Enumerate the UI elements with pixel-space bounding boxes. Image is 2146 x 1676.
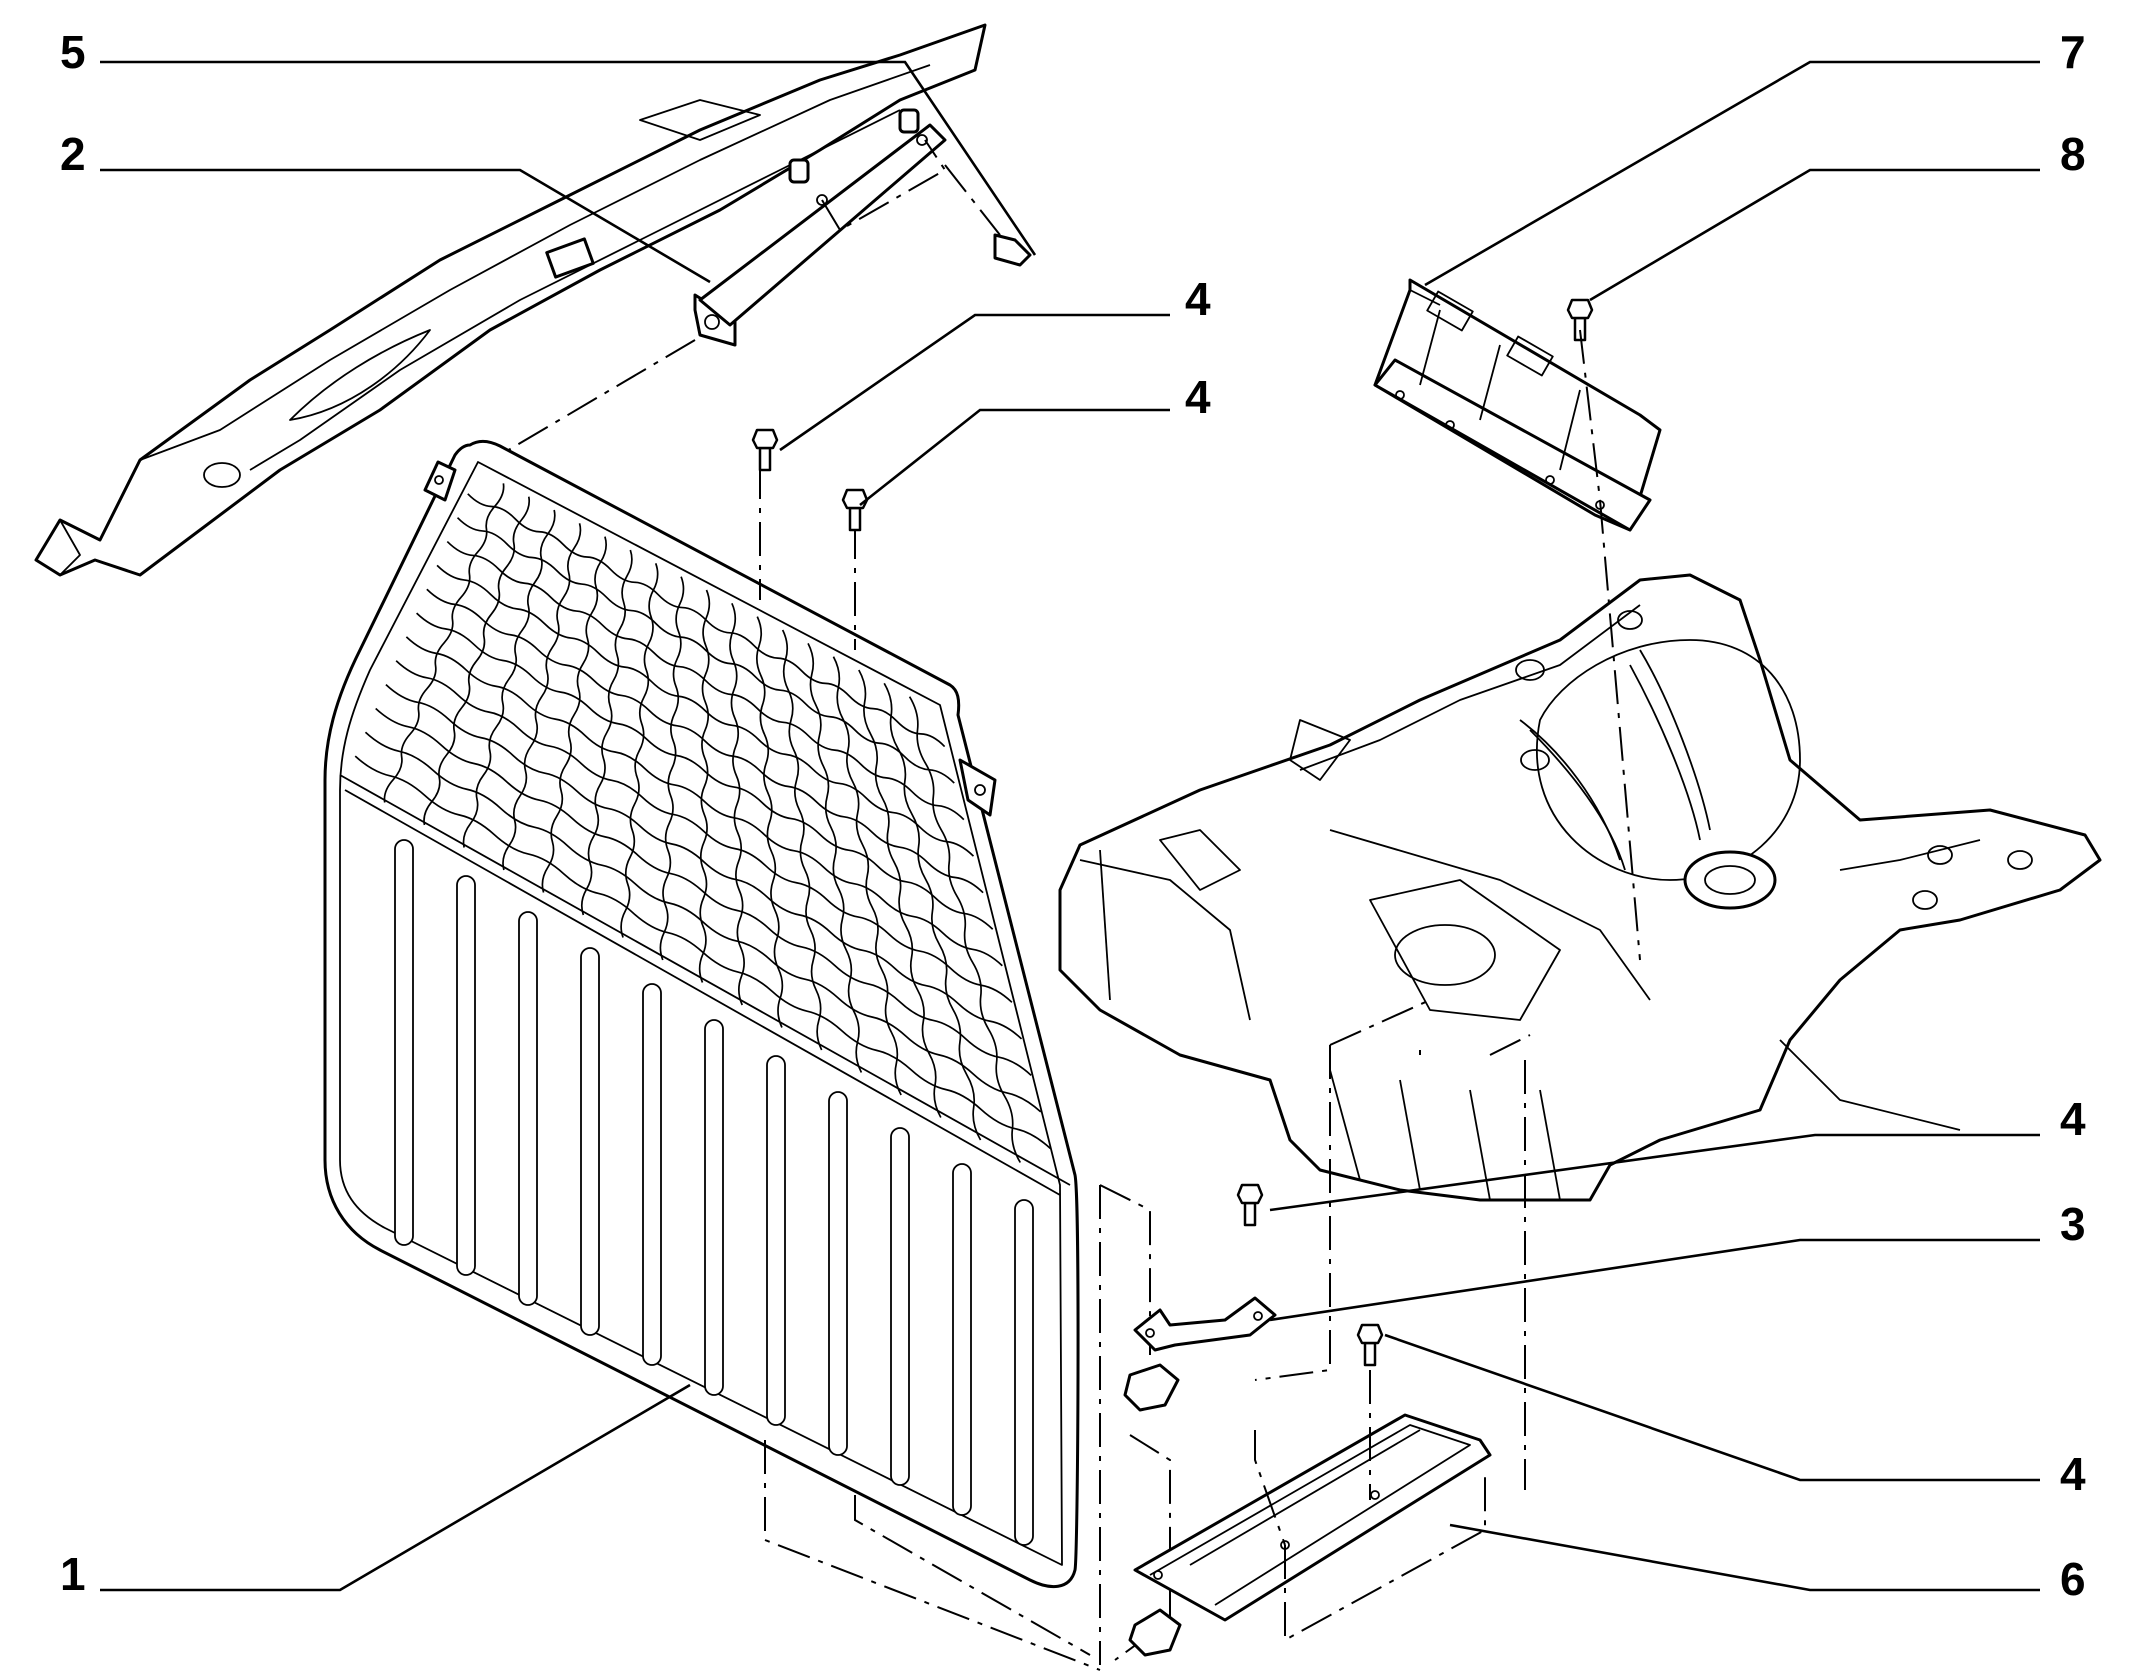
- rear-crossmember-panel: [34, 23, 987, 577]
- panel-ribs: [394, 839, 1034, 1546]
- bolt: [841, 488, 869, 532]
- net-strand: [659, 576, 685, 961]
- rear-floor-pan: [1058, 573, 2102, 1202]
- leader-7: [1424, 60, 2040, 287]
- leader-8: [1589, 168, 2040, 302]
- panel-rib: [704, 1019, 724, 1396]
- callout-4: 4: [1185, 273, 1211, 325]
- net-strand: [467, 493, 946, 748]
- leader-4c: [1269, 1133, 2040, 1212]
- bracket-part-2: [693, 123, 947, 347]
- bracket-part-7: [1373, 278, 1662, 532]
- callout-2: 2: [60, 128, 86, 180]
- panel-rib: [580, 947, 600, 1336]
- bracket-part-3: [1123, 1296, 1277, 1412]
- leader-4b: [859, 408, 1170, 507]
- panel-rib: [518, 911, 538, 1306]
- callout-4: 4: [2060, 1093, 2086, 1145]
- leader-6: [1449, 1523, 2040, 1592]
- callouts: 5 2 4 4 7 8 4 3 4 6 1: [60, 26, 2086, 1605]
- bolt: [1566, 298, 1594, 342]
- net-strand: [354, 755, 1051, 1150]
- net-strand: [405, 636, 1003, 967]
- assembly-line: [944, 164, 1001, 236]
- assembly-line: [1254, 1430, 1286, 1546]
- assembly-line: [854, 1495, 1091, 1656]
- net-strand: [729, 602, 745, 1006]
- leader-5: [100, 60, 1037, 256]
- net-strand: [436, 564, 975, 857]
- assembly-line: [764, 1440, 1101, 1671]
- net-strand: [456, 517, 955, 784]
- net-strand: [416, 612, 994, 930]
- bolt: [1236, 1183, 1264, 1227]
- leader-1: [100, 1383, 691, 1592]
- assembly-line: [1284, 1470, 1486, 1642]
- leader-3: [1269, 1238, 2040, 1322]
- panel-rib: [952, 1163, 972, 1516]
- callout-4: 4: [1185, 371, 1211, 423]
- assembly-line: [499, 339, 696, 456]
- bolts-part-4: [751, 298, 1594, 1367]
- net-strand: [395, 660, 1013, 1003]
- tray-part-6: [1128, 1413, 1492, 1657]
- net-strand: [383, 483, 505, 803]
- callout-3: 3: [2060, 1198, 2086, 1250]
- net-strand: [908, 696, 1022, 1163]
- bolt: [1356, 1323, 1384, 1367]
- cargo-net-mesh: [354, 483, 1051, 1163]
- panel-rib: [394, 839, 414, 1246]
- net-strand: [698, 589, 711, 983]
- callout-7: 7: [2060, 26, 2086, 78]
- assembly-line: [1579, 329, 1641, 961]
- assembly-line: [1489, 1034, 1531, 1056]
- callout-5: 5: [60, 26, 86, 78]
- assembly-line: [1254, 1045, 1331, 1381]
- assembly-line: [1329, 999, 1431, 1046]
- leader-4a: [779, 313, 1170, 452]
- panel-rib: [828, 1091, 848, 1456]
- net-strand: [446, 540, 965, 821]
- net-strand: [364, 731, 1042, 1113]
- assembly-line: [1099, 1184, 1151, 1355]
- net-strand: [385, 683, 1023, 1040]
- net-strand: [426, 588, 984, 894]
- panel-rib: [766, 1055, 786, 1426]
- leader-2: [100, 168, 711, 284]
- leader-lines: [100, 60, 2040, 1592]
- leader-4d: [1384, 1333, 2040, 1482]
- clip-part-5: [993, 233, 1032, 267]
- callout-4: 4: [2060, 1448, 2086, 1500]
- net-strand: [375, 707, 1032, 1077]
- assembly-line: [821, 139, 947, 232]
- panel-rib: [456, 875, 476, 1276]
- panel-rib: [642, 983, 662, 1366]
- partition-net-part-1: [323, 439, 1080, 1589]
- panel-rib: [890, 1127, 910, 1486]
- panel-rib: [1014, 1199, 1034, 1546]
- callout-6: 6: [2060, 1553, 2086, 1605]
- callout-8: 8: [2060, 128, 2086, 180]
- callout-1: 1: [60, 1548, 86, 1600]
- bolt: [751, 428, 779, 472]
